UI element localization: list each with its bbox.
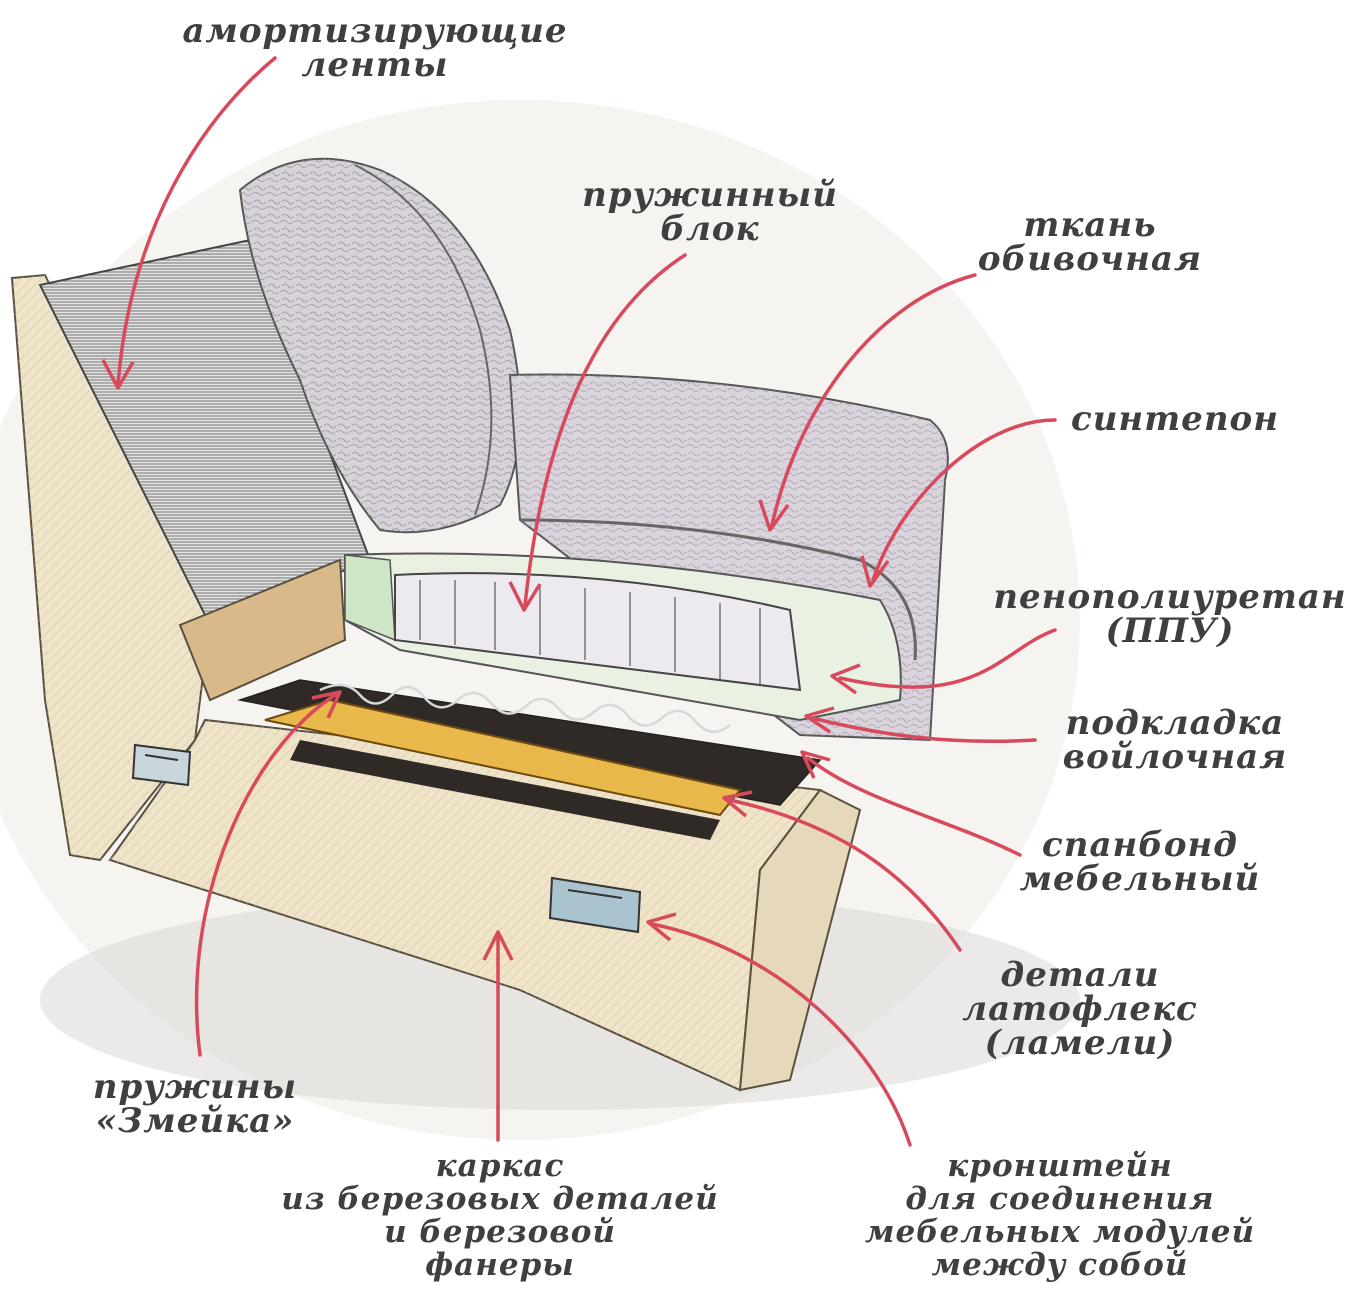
label-spunbond: спанбонд мебельный <box>1010 828 1270 896</box>
label-shock-straps: амортизирующие ленты <box>170 14 580 82</box>
label-felt-pad: подкладка войлочная <box>1050 706 1300 774</box>
label-upholstery-fabric: ткань обивочная <box>975 208 1205 276</box>
label-ppu-foam: пенополиуретан (ППУ) <box>985 580 1355 648</box>
label-sintepon: синтепон <box>1055 402 1295 436</box>
bracket-left-icon <box>133 745 190 785</box>
label-frame: каркас из березовых деталей и березовой … <box>250 1150 750 1282</box>
label-snake-springs: пружины «Змейка» <box>70 1070 320 1138</box>
label-bracket: кронштейн для соединения мебельных модул… <box>820 1150 1300 1282</box>
label-spring-block: пружинный блок <box>575 178 845 246</box>
label-lattoflex: детали латофлекс (ламели) <box>945 958 1215 1060</box>
